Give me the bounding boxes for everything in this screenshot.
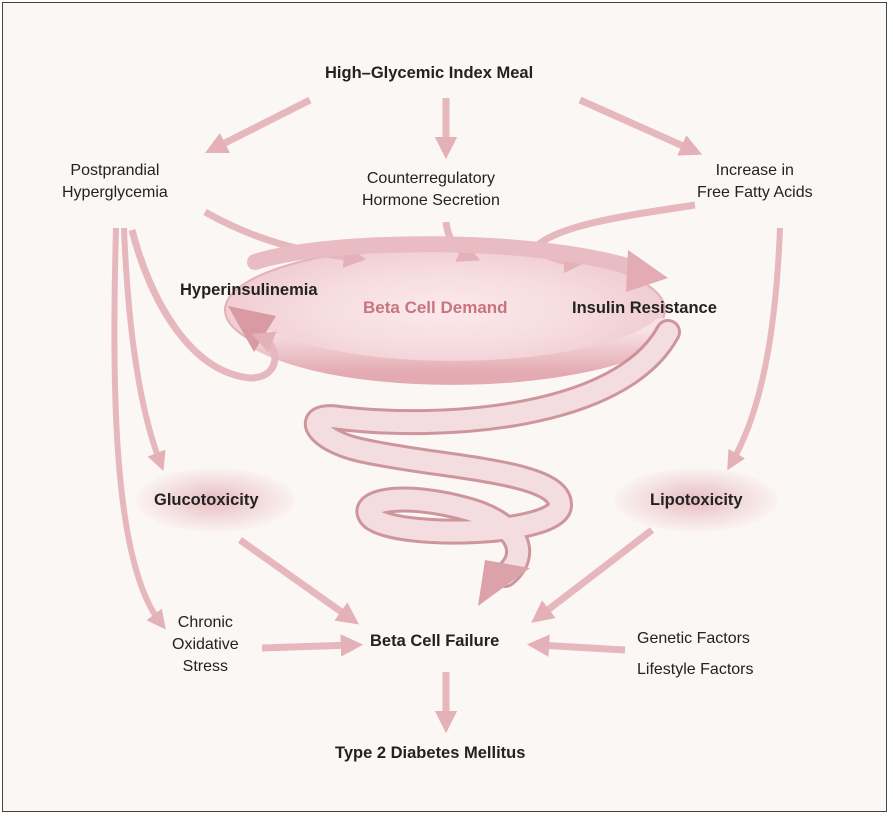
ribbon-top xyxy=(247,236,648,278)
ribbon-bottom-head xyxy=(228,306,276,352)
oxidative-line-3: Stress xyxy=(182,658,229,675)
ribbon-top-head xyxy=(626,250,668,292)
spiral-arrowhead xyxy=(478,560,530,606)
spiral-ribbon-2 xyxy=(306,322,678,585)
arrow-meal-to-postprandial xyxy=(205,96,312,154)
node-beta-cell-failure: Beta Cell Failure xyxy=(370,632,500,650)
arrow-oxidative-to-failure xyxy=(261,634,364,657)
node-beta-cell-demand: Beta Cell Demand xyxy=(363,298,508,317)
node-counterregulatory: Counterregulatory Hormone Secretion xyxy=(362,168,500,212)
postprandial-line-2: Hyperglycemia xyxy=(62,184,168,201)
node-genetic-factors: Genetic Factors xyxy=(637,630,750,647)
counterregulatory-line-2: Hormone Secretion xyxy=(362,192,500,209)
ffa-line-1: Increase in xyxy=(715,162,794,179)
node-type2-diabetes: Type 2 Diabetes Mellitus xyxy=(335,744,526,762)
node-insulin-resistance: Insulin Resistance xyxy=(572,299,717,317)
arrow-glucotoxicity-to-failure xyxy=(237,537,360,625)
node-postprandial: Postprandial Hyperglycemia xyxy=(62,160,168,204)
glucotoxicity-glow xyxy=(135,468,295,532)
node-hyperinsulinemia: Hyperinsulinemia xyxy=(180,281,318,299)
oxidative-line-1: Chronic xyxy=(177,614,233,631)
node-oxidative-stress: Chronic Oxidative Stress xyxy=(172,612,239,678)
postprandial-line-1: Postprandial xyxy=(70,162,160,179)
arrow-ffa-to-lipotoxicity xyxy=(727,227,783,471)
ffa-line-2: Free Fatty Acids xyxy=(697,184,813,201)
arrow-meal-to-ffa xyxy=(578,96,703,156)
node-free-fatty-acids: Increase in Free Fatty Acids xyxy=(697,160,813,204)
counterregulatory-line-1: Counterregulatory xyxy=(366,170,495,187)
arrow-postprandial-to-glucotoxicity xyxy=(121,227,166,471)
arrow-postprandial-loop xyxy=(128,229,279,382)
arrow-postprandial-to-oxidative xyxy=(111,227,166,630)
oxidative-line-2: Oxidative xyxy=(172,636,239,653)
lipotoxicity-glow xyxy=(614,468,778,532)
arrow-lipotoxicity-to-failure xyxy=(531,527,655,623)
node-lifestyle-factors: Lifestyle Factors xyxy=(637,661,754,678)
ribbon-bottom xyxy=(250,318,674,385)
arrow-factors-to-failure xyxy=(526,634,626,657)
node-glucotoxicity: Glucotoxicity xyxy=(154,491,259,509)
node-lipotoxicity: Lipotoxicity xyxy=(650,491,743,509)
node-meal: High–Glycemic Index Meal xyxy=(325,64,534,82)
